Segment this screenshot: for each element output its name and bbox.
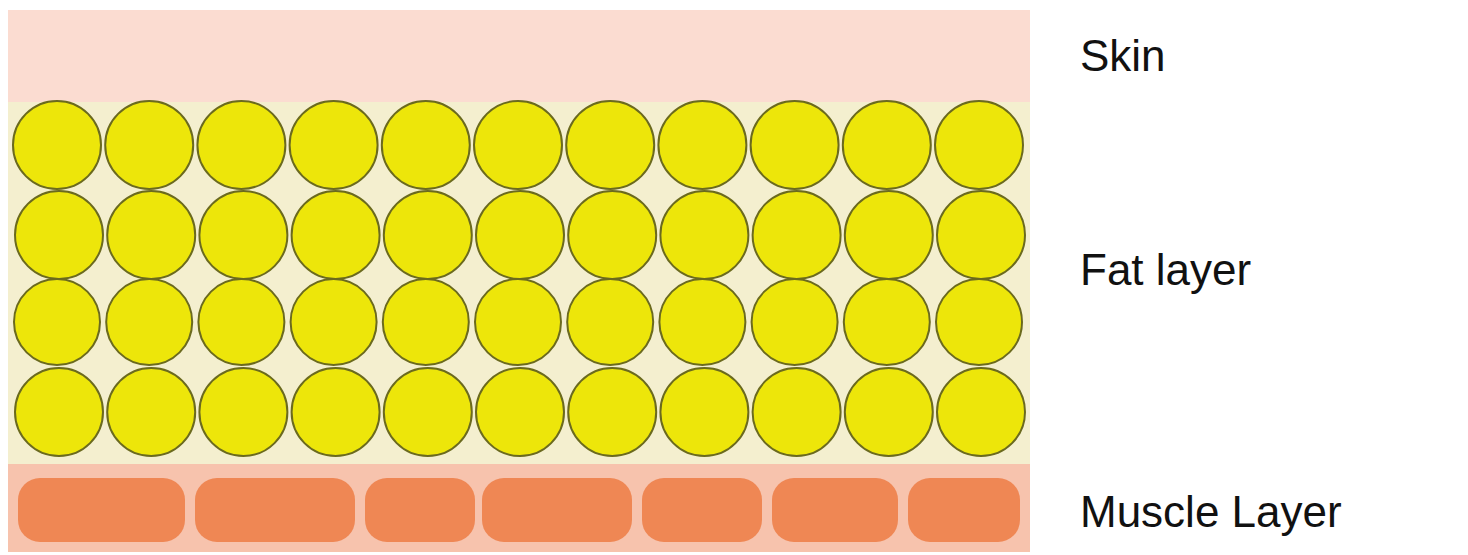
fat-cell	[476, 368, 564, 456]
fat-cell	[197, 101, 285, 189]
muscle-band	[8, 464, 1030, 552]
fat-cell	[568, 368, 656, 456]
fat-cell	[566, 101, 654, 189]
fat-cell	[292, 191, 380, 279]
fat-cell	[292, 368, 380, 456]
fat-cell	[15, 191, 103, 279]
fat-cell	[937, 368, 1025, 456]
fat-cell	[474, 101, 562, 189]
fat-cell	[384, 368, 472, 456]
fat-cell	[199, 368, 287, 456]
tissue-layer: Fat layer	[8, 100, 1460, 440]
muscle-cell	[772, 478, 898, 542]
fat-cell	[843, 101, 931, 189]
fat-cell	[845, 191, 933, 279]
fat-cell	[660, 191, 748, 279]
muscle-cell	[195, 478, 355, 542]
fat-cell	[198, 279, 284, 365]
fat-cells	[13, 101, 1025, 456]
fat-cell	[382, 101, 470, 189]
fat-band	[8, 102, 1030, 464]
fat-cell	[659, 279, 745, 365]
fat-cell	[753, 191, 841, 279]
fat-cell	[384, 191, 472, 279]
muscle-cell	[908, 478, 1020, 542]
fat-cell	[383, 279, 469, 365]
fat-cell	[199, 191, 287, 279]
skin-band	[8, 10, 1030, 102]
layer-label: Muscle Layer	[1080, 488, 1342, 536]
fat-cell	[660, 368, 748, 456]
muscle-cell	[642, 478, 762, 542]
fat-cell	[290, 101, 378, 189]
fat-cell	[935, 101, 1023, 189]
fat-cell	[105, 101, 193, 189]
fat-cell	[568, 191, 656, 279]
fat-cell	[936, 279, 1022, 365]
fat-cell	[291, 279, 377, 365]
fat-cell	[475, 279, 561, 365]
layer-label: Fat layer	[1080, 246, 1251, 294]
fat-cell	[567, 279, 653, 365]
muscle-cell	[482, 478, 632, 542]
muscle-cell	[365, 478, 475, 542]
fat-cell	[753, 368, 841, 456]
fat-cell	[845, 368, 933, 456]
fat-cell	[937, 191, 1025, 279]
layer-label: Skin	[1080, 32, 1166, 80]
muscle-cell	[18, 478, 185, 542]
fat-cell	[14, 279, 100, 365]
tissue-layer: Skin	[8, 10, 1460, 102]
fat-cell	[15, 368, 103, 456]
fat-cell	[107, 191, 195, 279]
fat-cell	[844, 279, 930, 365]
fat-cell	[106, 279, 192, 365]
fat-cell	[751, 101, 839, 189]
fat-cell	[13, 101, 101, 189]
muscle-cells	[18, 478, 1020, 542]
tissue-layer: Muscle Layer	[8, 470, 1460, 554]
fat-cell	[658, 101, 746, 189]
fat-cell	[752, 279, 838, 365]
fat-cell	[476, 191, 564, 279]
fat-cell	[107, 368, 195, 456]
